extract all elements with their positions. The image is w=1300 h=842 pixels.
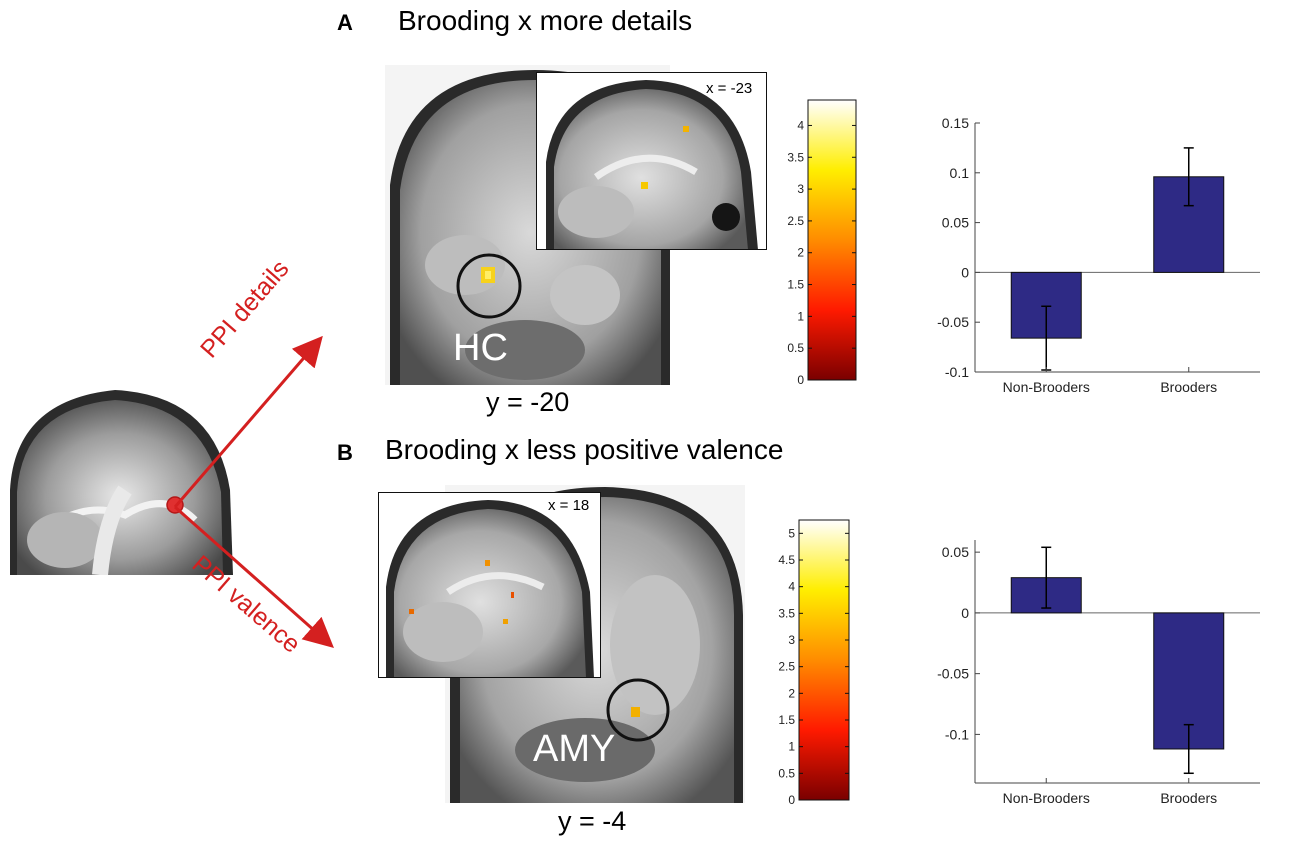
x-tick-label: Brooders bbox=[1160, 790, 1217, 806]
panel-a-inset-label: x = -23 bbox=[706, 80, 753, 97]
x-tick-label: Non-Brooders bbox=[1003, 379, 1090, 395]
y-tick-label: -0.05 bbox=[937, 314, 969, 330]
y-tick-label: -0.05 bbox=[937, 666, 969, 682]
panel-b-inset-brain bbox=[378, 492, 601, 678]
y-tick-label: -0.1 bbox=[945, 364, 969, 380]
colorbar-tick-label: 2.5 bbox=[787, 214, 804, 228]
x-tick-label: Non-Brooders bbox=[1003, 790, 1090, 806]
panel-a-inset-brain bbox=[536, 72, 767, 250]
panel-a-colorbar: 0 0.5 1 1.5 2 2.5 3 3.5 4 bbox=[787, 99, 857, 387]
y-tick-label: 0.15 bbox=[942, 115, 969, 131]
colorbar-tick-label: 3 bbox=[788, 633, 795, 647]
hc-circle bbox=[456, 253, 522, 319]
colorbar-tick-label: 3.5 bbox=[787, 150, 804, 164]
amy-circle bbox=[606, 678, 670, 742]
y-tick-label: 0.05 bbox=[942, 215, 969, 231]
colorbar-tick-label: 2 bbox=[788, 686, 795, 700]
y-tick-label: 0.1 bbox=[950, 165, 970, 181]
panel-b-inset-label: x = 18 bbox=[548, 497, 590, 514]
panel-b-title: Brooding x less positive valence bbox=[385, 434, 784, 465]
panel-a-title: Brooding x more details bbox=[398, 5, 693, 36]
colorbar-tick-label: 4 bbox=[788, 580, 795, 594]
seed-brain-image bbox=[5, 380, 235, 575]
arrow-down bbox=[174, 505, 334, 648]
colorbar-tick-label: 1 bbox=[788, 740, 795, 754]
colorbar-tick-label: 5 bbox=[788, 526, 795, 540]
amy-label: AMY bbox=[533, 728, 616, 770]
colorbar-tick-label: 3.5 bbox=[778, 606, 795, 620]
colorbar-tick-label: 4.5 bbox=[778, 553, 795, 567]
colorbar-tick-label: 1.5 bbox=[778, 713, 795, 727]
colorbar-tick-label: 0 bbox=[797, 373, 804, 387]
panel-b-colorbar: 0 0.5 1 1.5 2 2.5 3 3.5 4 4.5 5 bbox=[778, 519, 850, 807]
y-tick-label: 0 bbox=[961, 264, 969, 280]
colorbar-tick-label: 4 bbox=[797, 118, 804, 132]
colorbar-tick-label: 2 bbox=[797, 246, 804, 260]
y-tick-label: 0 bbox=[961, 605, 969, 621]
colorbar-tick-label: 3 bbox=[797, 182, 804, 196]
arrow-up bbox=[173, 335, 323, 508]
hc-label: HC bbox=[453, 327, 508, 369]
y-tick-label: 0.05 bbox=[942, 544, 969, 560]
ppi-arrows bbox=[173, 335, 334, 648]
y-tick-label: -0.1 bbox=[945, 726, 969, 742]
panel-b-letter: B bbox=[337, 440, 353, 465]
colorbar-tick-label: 1 bbox=[797, 309, 804, 323]
colorbar-tick-label: 0.5 bbox=[778, 766, 795, 780]
colorbar-tick-label: 0.5 bbox=[787, 341, 804, 355]
panel-a-letter: A bbox=[337, 10, 353, 35]
x-tick-label: Brooders bbox=[1160, 379, 1217, 395]
colorbar-tick-label: 1.5 bbox=[787, 278, 804, 292]
panel-b-slice-label: y = -4 bbox=[558, 806, 627, 836]
panel-a-slice-label: y = -20 bbox=[486, 387, 570, 417]
colorbar-tick-label: 2.5 bbox=[778, 660, 795, 674]
colorbar-tick-label: 0 bbox=[788, 793, 795, 807]
